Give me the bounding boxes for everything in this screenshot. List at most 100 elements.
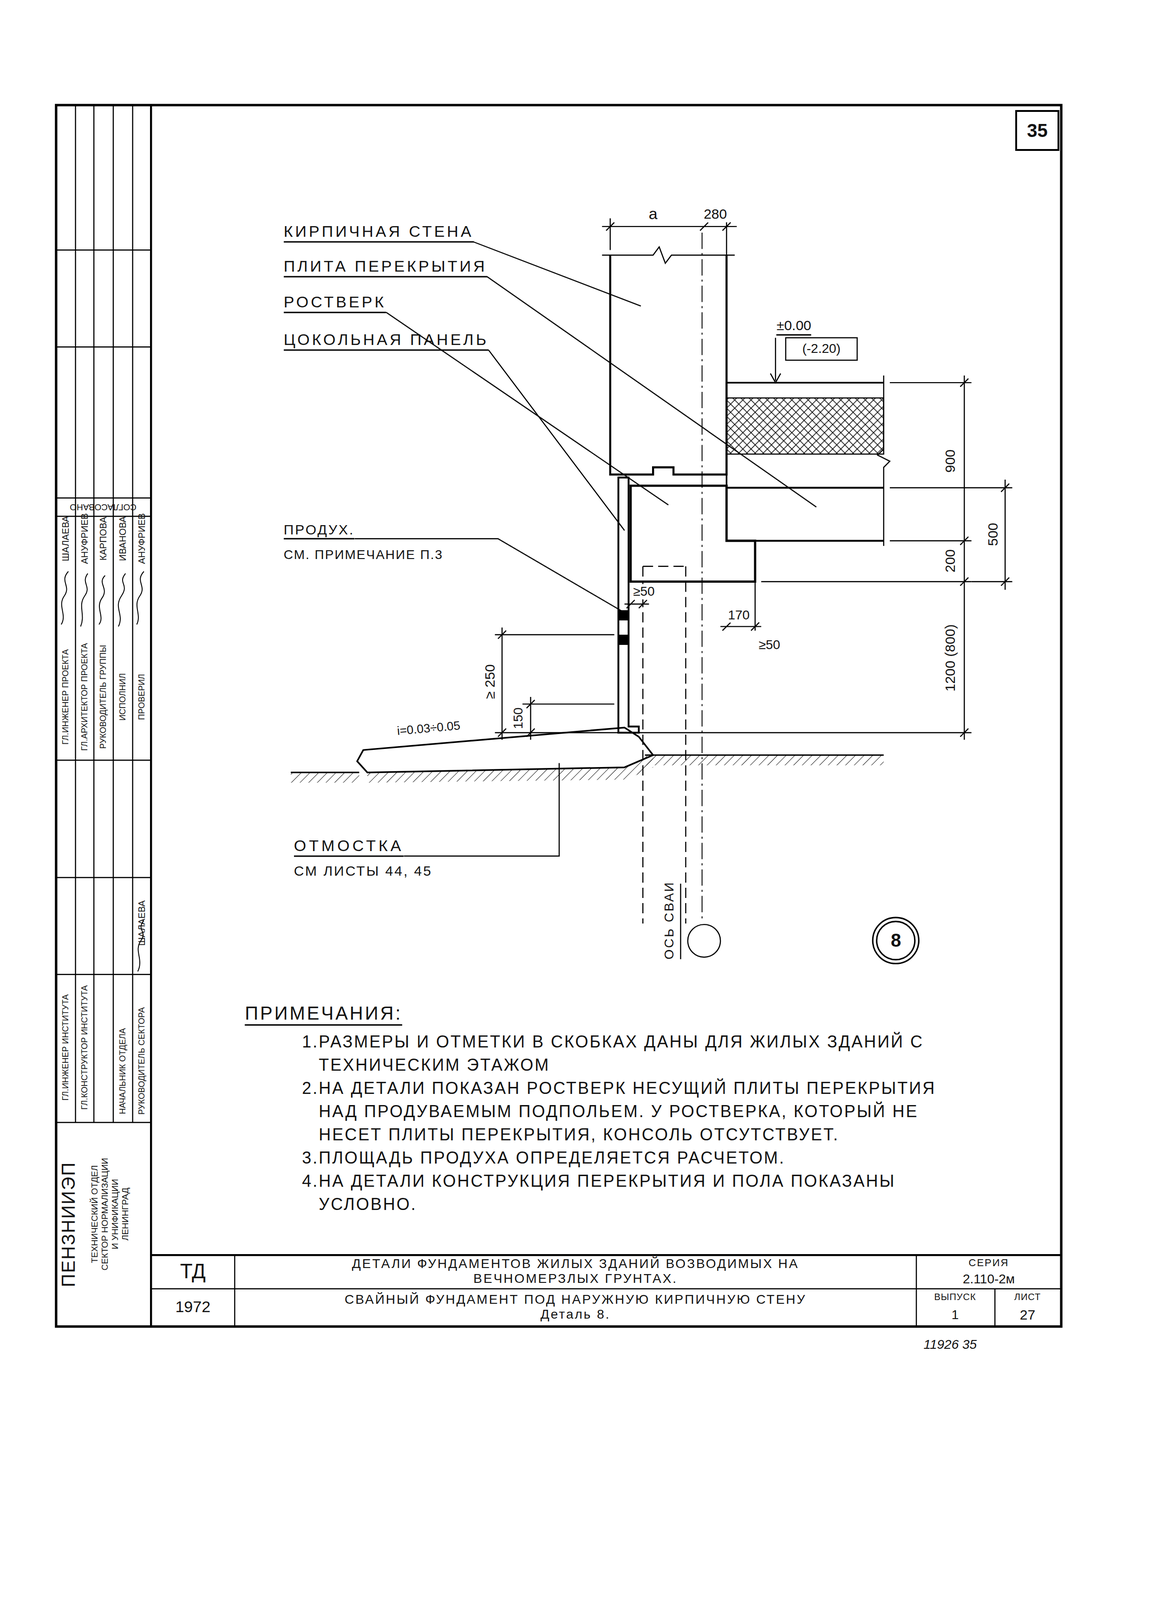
- circle-ring: [876, 921, 915, 960]
- stamp-role: ГЛ.ИНЖЕНЕР ПРОЕКТА: [60, 649, 71, 745]
- plinth-panel: [618, 477, 639, 733]
- title-cell: 2.110-2м: [962, 1272, 1015, 1287]
- brick-wall: [610, 254, 727, 475]
- floor-insulation: [726, 398, 884, 455]
- stamp-role: ИСПОЛНИЛ: [117, 673, 128, 721]
- title-cell: СЕРИЯ: [968, 1257, 1010, 1269]
- reference-note: СМ ЛИСТЫ 44, 45: [293, 863, 433, 880]
- level-mark: ±0.00: [776, 317, 812, 336]
- title-cell: ЛИСТ: [1014, 1291, 1042, 1303]
- part-label: РОСТВЕРК: [283, 293, 386, 314]
- reference-note: СМ. ПРИМЕЧАНИЕ П.3: [283, 547, 444, 563]
- axis-marker: [687, 924, 721, 958]
- note-item: 3.ПЛОЩАДЬ ПРОДУХА ОПРЕДЕЛЯЕТСЯ РАСЧЕТОМ.: [301, 1146, 966, 1170]
- dimension-line: [601, 218, 737, 383]
- dimension: 150: [510, 705, 526, 731]
- title-cell: ДЕТАЛИ ФУНДАМЕНТОВ ЖИЛЫХ ЗДАНИЙ ВОЗВОДИМ…: [310, 1256, 842, 1287]
- dimension-line: [889, 479, 1013, 590]
- level-mark: (-2.20): [802, 341, 841, 357]
- pile-axis: [701, 232, 703, 923]
- sheet-number: 35: [1026, 120, 1048, 142]
- stamp-role: РУКОВОДИТЕЛЬ СЕКТОРА: [137, 1007, 147, 1116]
- pile: [642, 566, 686, 924]
- dimension-line: [720, 581, 762, 631]
- stamp-name: АНУФРИЕВ: [136, 513, 148, 564]
- leader-line: [473, 241, 641, 307]
- detail-marker-circle: 8: [871, 916, 921, 966]
- title-block-line: [150, 1288, 1062, 1290]
- floor-slab: [726, 488, 884, 542]
- dimension: 280: [702, 206, 729, 223]
- dimension: ≥50: [757, 637, 782, 653]
- leader-line: [404, 763, 560, 857]
- level-box: [785, 337, 858, 360]
- dimension-line: [624, 600, 650, 609]
- stamp-name: АНУФРИЕВ: [79, 513, 91, 564]
- title-cell: 27: [1019, 1307, 1036, 1324]
- dimension: ≥50: [631, 584, 657, 600]
- break-line: [601, 247, 735, 264]
- part-label: ПРОДУХ.: [283, 521, 355, 540]
- ground-hatch: [290, 772, 360, 784]
- strip-columns: [75, 104, 133, 1123]
- part-label: КИРПИЧНАЯ СТЕНА: [283, 222, 474, 243]
- dimension-line: [495, 375, 972, 741]
- ground-hatch: [367, 755, 653, 783]
- title-block-columns: [234, 1255, 995, 1327]
- stamp-role: РУКОВОДИТЕЛЬ ГРУППЫ: [98, 645, 109, 750]
- notes-heading: ПРИМЕЧАНИЯ:: [244, 1002, 403, 1026]
- stamp-name: ИВАНОВА: [117, 516, 128, 562]
- dimension: 200: [941, 548, 959, 575]
- archive-number: 11926 35: [923, 1337, 977, 1353]
- slope-label: i=0.03÷0.05: [395, 718, 463, 739]
- dimension: 1200 (800): [941, 623, 959, 694]
- stamp-role: ГЛ.КОНСТРУКТОР ИНСТИТУТА: [79, 985, 90, 1110]
- stamp-role: ПРОВЕРИЛ: [137, 673, 147, 720]
- part-label: ОТМОСТКА: [293, 836, 405, 857]
- circle-ring: [873, 917, 920, 964]
- leader-line: [487, 276, 817, 508]
- break-line: [877, 375, 890, 547]
- dimension: а: [647, 205, 660, 224]
- title-block-line: [150, 1254, 1062, 1257]
- dimension: 500: [985, 521, 1002, 548]
- part-label: ПЛИТА ПЕРЕКРЫТИЯ: [283, 257, 488, 278]
- dimension: ≥ 250: [481, 662, 498, 701]
- note-item: 2.НА ДЕТАЛИ ПОКАЗАН РОСТВЕРК НЕСУЩИЙ ПЛИ…: [301, 1077, 966, 1147]
- signatures: [61, 571, 144, 973]
- axis-label: ОСЬ СВАИ: [661, 881, 677, 960]
- callout-number: 8: [890, 930, 901, 952]
- sheet-frame: [56, 104, 1062, 1327]
- dimension: 170: [726, 607, 751, 623]
- stamp-name: ШАЛАЕВА: [59, 515, 71, 562]
- stamp-name: ШАЛАЕВА: [136, 900, 148, 947]
- note-item: 4.НА ДЕТАЛИ КОНСТРУКЦИЯ ПЕРЕКРЫТИЯ И ПОЛ…: [301, 1169, 966, 1217]
- vent-opening: [618, 634, 629, 646]
- structure: [290, 218, 1012, 960]
- title-cell: 1972: [175, 1298, 211, 1317]
- grillage: [630, 485, 756, 582]
- ground-hatch: [645, 755, 884, 766]
- dimension-line: [495, 627, 615, 741]
- leader-line: [488, 350, 625, 531]
- frame-border: [56, 104, 1062, 1327]
- sheet-number-box: 35: [1015, 110, 1059, 151]
- title-cell: 1: [951, 1307, 960, 1323]
- institute-department: ТЕХНИЧЕСКИЙ ОТДЕЛ СЕКТОР НОРМАЛИЗАЦИИ И …: [89, 1157, 131, 1272]
- strip-rows: [56, 249, 151, 1123]
- title-cell: ВЫПУСК: [933, 1291, 976, 1303]
- stamp-role: ГЛ.АРХИТЕКТОР ПРОЕКТА: [79, 643, 90, 751]
- stamp-heading: СОГЛАСОВАНО: [69, 502, 137, 513]
- strip-line: [150, 104, 152, 1327]
- notes-block: 1.РАЗМЕРЫ И ОТМЕТКИ В СКОБКАХ ДАНЫ ДЛЯ Ж…: [301, 1030, 966, 1217]
- title-cell: СВАЙНЫЙ ФУНДАМЕНТ ПОД НАРУЖНУЮ КИРПИЧНУЮ…: [320, 1292, 831, 1323]
- level-leader: [770, 337, 781, 383]
- dimension: 900: [941, 448, 959, 475]
- axis-label-line: [679, 883, 681, 960]
- title-cell: ТД: [180, 1259, 206, 1284]
- stamp-name: КАРПОВА: [97, 516, 109, 561]
- note-item: 1.РАЗМЕРЫ И ОТМЕТКИ В СКОБКАХ ДАНЫ ДЛЯ Ж…: [301, 1030, 966, 1078]
